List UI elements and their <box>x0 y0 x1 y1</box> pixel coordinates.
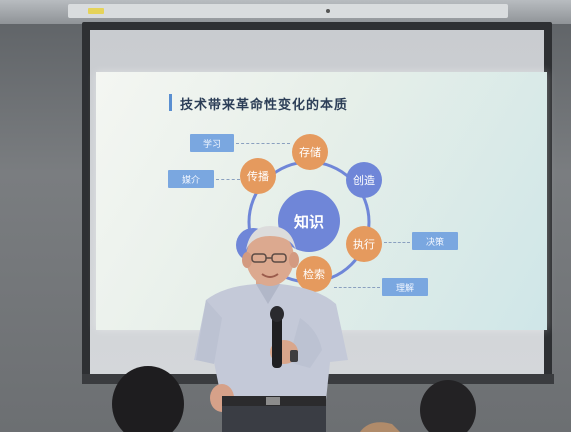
title-accent-bar <box>169 94 172 111</box>
node-storage: 存储 <box>292 134 328 170</box>
ceiling-light <box>88 8 104 14</box>
node-search: 检索 <box>296 256 332 292</box>
ceiling-panel <box>68 4 508 18</box>
tag-media: 媒介 <box>168 170 214 188</box>
projected-slide: 技术带来革命性变化的本质 知识 存储 创造 执行 检索 传播 学习 媒介 决策 … <box>96 72 547 330</box>
connector-learn <box>236 143 290 144</box>
connector-decide <box>384 242 410 243</box>
tag-decide: 决策 <box>412 232 458 250</box>
slide-title: 技术带来革命性变化的本质 <box>180 98 349 113</box>
node-create: 创造 <box>346 162 382 198</box>
tag-understand: 理解 <box>382 278 428 296</box>
node-execute: 执行 <box>346 226 382 262</box>
ceiling <box>0 0 571 24</box>
ceiling-sensor <box>326 9 330 13</box>
node-spread: 传播 <box>240 158 276 194</box>
connector-understand <box>334 287 380 288</box>
tag-learn: 学习 <box>190 134 234 152</box>
connector-media <box>216 179 240 180</box>
